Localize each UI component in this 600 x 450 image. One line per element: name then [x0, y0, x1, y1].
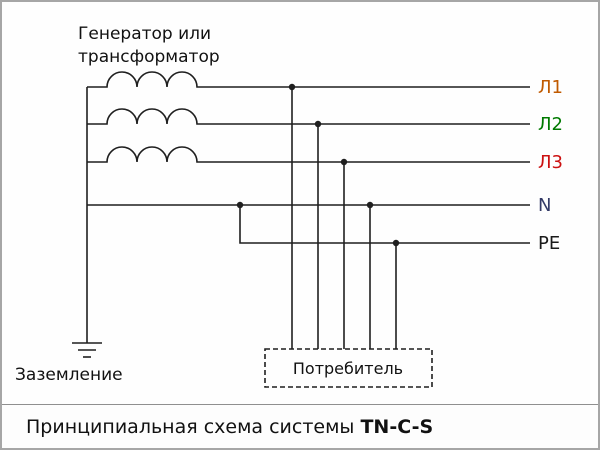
caption-bold: TN-C-S — [360, 415, 434, 438]
junction-dot — [236, 201, 244, 209]
line-l3 — [87, 146, 530, 163]
line-l2 — [87, 108, 530, 125]
line-l1 — [87, 71, 530, 88]
caption-text: Принципиальная схема системы — [26, 415, 361, 438]
line-label-l2: Л2 — [538, 114, 563, 135]
tn-c-s-schematic: Генератор или трансформатор Л1 Л2 Л3 N P… — [15, 24, 563, 388]
junction-dot — [314, 120, 322, 128]
earth-icon — [72, 342, 102, 358]
junction-dot — [288, 83, 296, 91]
source-label-line1: Генератор или — [78, 24, 211, 44]
line-label-n: N — [538, 195, 551, 216]
consumer-label: Потребитель — [293, 359, 403, 378]
line-label-l3: Л3 — [538, 152, 563, 173]
consumer-box — [264, 348, 433, 388]
ground-label: Заземление — [15, 365, 123, 385]
junction-dot — [340, 158, 348, 166]
line-label-pe: PE — [538, 233, 560, 254]
wires — [72, 71, 530, 388]
junction-dots — [236, 83, 400, 247]
line-pe — [239, 205, 530, 244]
junction-dot — [366, 201, 374, 209]
junction-dot — [392, 239, 400, 247]
line-label-l1: Л1 — [538, 77, 563, 98]
caption-bar: Принципиальная схема системы TN-C-S — [2, 404, 598, 448]
source-label-line2: трансформатор — [78, 47, 220, 67]
